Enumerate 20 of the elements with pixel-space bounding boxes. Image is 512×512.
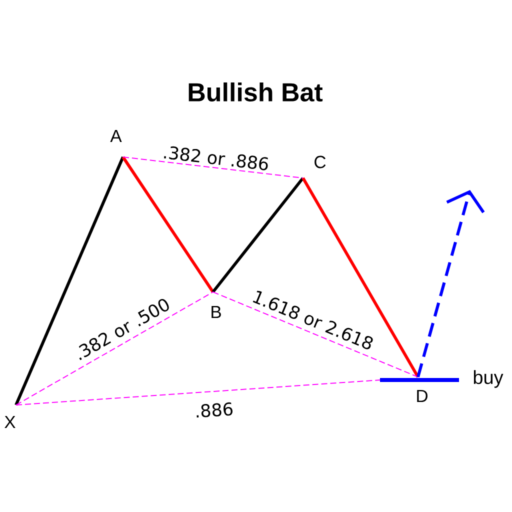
- ratio-line: [16, 292, 214, 406]
- price-leg: [212, 177, 304, 293]
- level-label: buy: [474, 370, 504, 388]
- price-leg: [14, 156, 124, 406]
- dashed-arrow: [416, 190, 485, 378]
- point-label: C: [314, 156, 326, 168]
- point-label: D: [417, 390, 428, 402]
- edge-label: .886: [196, 402, 233, 418]
- ratio-line: [16, 380, 380, 406]
- edge-label: .382 or .886: [164, 146, 268, 170]
- price-leg: [302, 177, 420, 378]
- ratio-line: [122, 156, 304, 178]
- edge-label: .382 or .500: [78, 298, 169, 360]
- point-label: B: [212, 306, 221, 318]
- point-label: A: [110, 130, 122, 142]
- edge-label: 1.618 or 2.618: [252, 290, 373, 350]
- title: Bullish Bat: [188, 82, 323, 102]
- point-label: X: [4, 416, 16, 428]
- price-leg: [122, 156, 214, 293]
- ratio-line: [212, 292, 418, 378]
